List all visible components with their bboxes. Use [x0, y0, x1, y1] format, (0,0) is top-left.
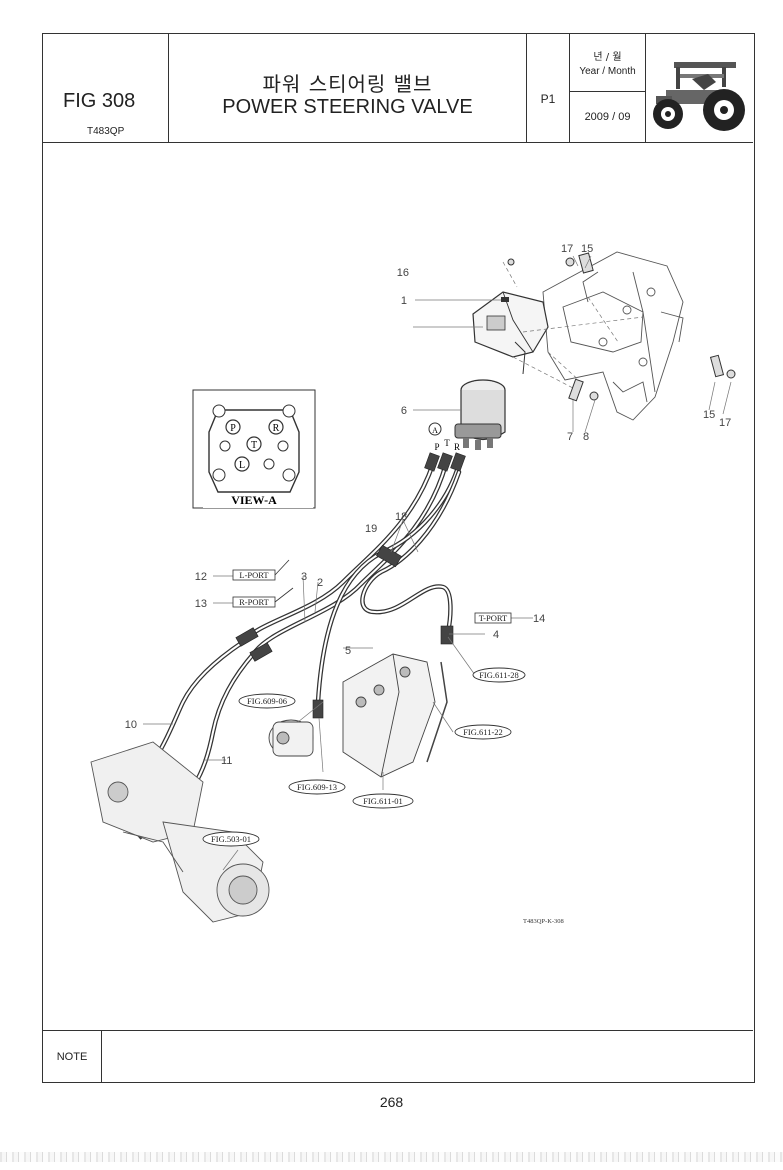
view-a-detail: P R T L VIEW-A	[192, 389, 316, 509]
callout-3: 3	[301, 571, 307, 583]
exploded-diagram: P R T L VIEW-A A P T R	[90, 243, 736, 925]
view-port-t: T	[251, 440, 257, 451]
front-axle-assembly	[90, 741, 270, 923]
callout-15-top: 15	[581, 243, 593, 255]
title-english: POWER STEERING VALVE	[222, 96, 473, 118]
port-letter-p: P	[434, 442, 439, 452]
port-letter-t: T	[444, 438, 450, 448]
view-port-p: P	[230, 423, 236, 434]
fig-ref-609-13: FIG.609-13	[297, 782, 337, 792]
thumbnail-cell	[646, 34, 753, 142]
fig-ref-609-06: FIG.609-06	[247, 696, 287, 706]
parts-page-frame: FIG 308 T483QP 파워 스티어링 밸브 POWER STEERING…	[42, 33, 755, 1083]
page-label: P1	[540, 92, 556, 106]
callout-12: 12	[195, 571, 207, 583]
header-table: FIG 308 T483QP 파워 스티어링 밸브 POWER STEERING…	[43, 34, 753, 143]
callout-18: 18	[395, 511, 407, 523]
view-marker-label: A	[432, 426, 438, 435]
r-port-tag: R-PORT	[239, 597, 270, 607]
fig-ref-611-22: FIG.611-22	[463, 727, 503, 737]
figure-references: FIG.611-28 FIG.609-06 FIG.611-22 FIG.609…	[202, 667, 526, 847]
callout-5: 5	[345, 645, 351, 657]
callout-8: 8	[583, 431, 589, 443]
page-number: 268	[379, 1094, 404, 1110]
callout-2: 2	[317, 577, 323, 589]
callout-7: 7	[567, 431, 573, 443]
view-port-r: R	[273, 423, 280, 434]
callout-14: 14	[533, 613, 545, 625]
callout-10: 10	[125, 719, 137, 731]
callout-16: 16	[397, 267, 409, 279]
model-code: T483QP	[87, 126, 125, 137]
t-port-tag: T-PORT	[479, 613, 508, 623]
fig-ref-503-01: FIG.503-01	[211, 834, 251, 844]
drawing-code: T483QP-K-308	[523, 918, 564, 925]
l-port-tag: L-PORT	[239, 570, 269, 580]
callout-1: 1	[401, 295, 407, 307]
callout-numbers: 1 2 3 4 5 6 7 8 10 11 12 13 14 15 15 16 …	[125, 243, 732, 767]
callout-11: 11	[221, 755, 232, 767]
port-tags: L-PORT R-PORT T-PORT	[232, 559, 512, 624]
control-valve-block	[342, 653, 448, 778]
issue-date: 2009 / 09	[584, 111, 631, 123]
callout-13: 13	[195, 598, 207, 610]
callout-15-right: 15	[703, 409, 715, 421]
year-month-ko: 년 / 월	[593, 52, 622, 63]
steering-valve-unit	[454, 291, 549, 450]
year-month-en: Year / Month	[579, 66, 636, 77]
page-label-cell: P1	[527, 34, 570, 142]
port-letter-r: R	[454, 442, 460, 452]
callout-6: 6	[401, 405, 407, 417]
note-row: NOTE	[43, 1030, 753, 1083]
tractor-icon	[653, 62, 745, 131]
fig-cell: FIG 308 T483QP	[43, 34, 169, 142]
fig-ref-611-01: FIG.611-01	[363, 796, 403, 806]
callout-19: 19	[365, 523, 377, 535]
fig-ref-611-28: FIG.611-28	[479, 670, 519, 680]
callout-17-right: 17	[719, 417, 731, 429]
note-label: NOTE	[43, 1031, 102, 1083]
title-korean: 파워 스티어링 밸브	[262, 72, 433, 96]
year-month-heading: 년 / 월 Year / Month	[570, 34, 645, 92]
fig-number: FIG 308	[63, 90, 136, 112]
title-cell: 파워 스티어링 밸브 POWER STEERING VALVE	[169, 34, 527, 142]
year-month-cell: 년 / 월 Year / Month 2009 / 09	[570, 34, 646, 142]
view-marker-circle	[428, 422, 442, 436]
assembly-leader-lines	[502, 261, 644, 389]
small-hardware-parts	[507, 252, 736, 402]
view-port-l: L	[239, 460, 245, 471]
callout-leader-lines	[143, 255, 732, 871]
callout-4: 4	[493, 629, 499, 641]
steering-column-bracket	[542, 251, 684, 421]
scan-artifact	[0, 1152, 783, 1162]
callout-17-top: 17	[561, 243, 573, 255]
pump-assembly	[268, 719, 314, 757]
view-a-label: VIEW-A	[231, 493, 277, 507]
